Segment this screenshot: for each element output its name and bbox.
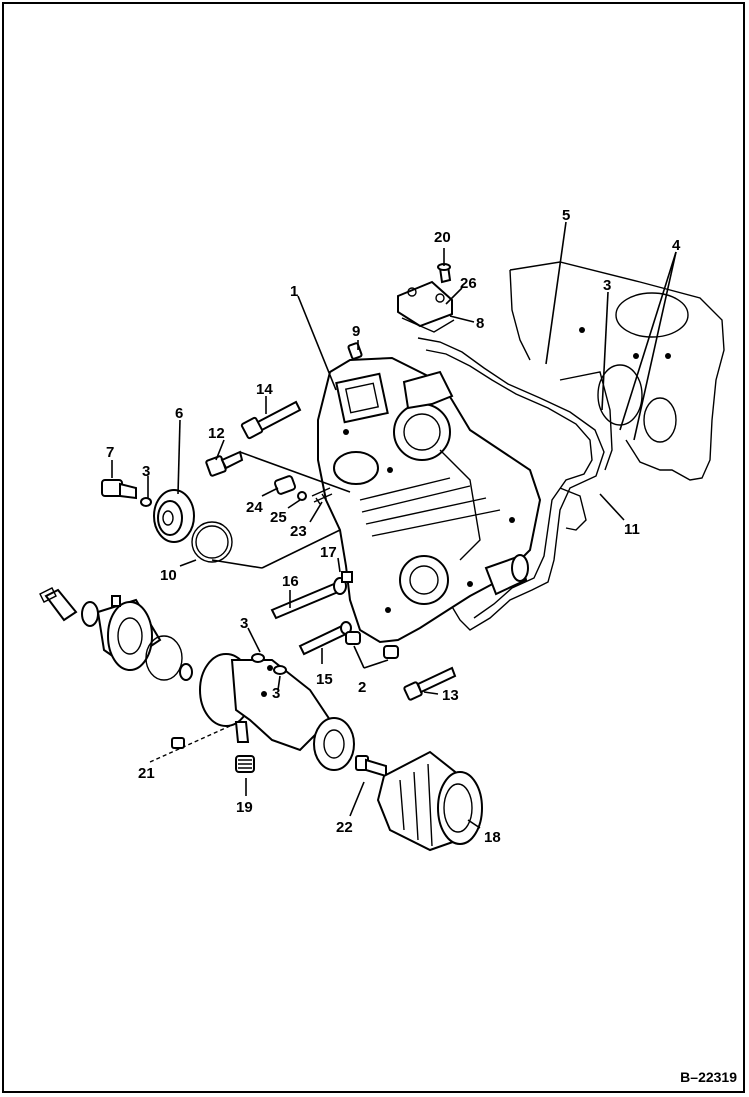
callout-13: 13 <box>442 687 459 704</box>
oil-cooler-assembly <box>39 587 193 681</box>
callout-25: 25 <box>270 509 287 526</box>
callout-3-bracket-lower: 3 <box>272 685 280 702</box>
callout-21: 21 <box>138 765 155 782</box>
callout-1: 1 <box>290 283 298 300</box>
callout-4: 4 <box>672 237 681 254</box>
callout-18: 18 <box>484 829 501 846</box>
bolt-13 <box>403 666 457 701</box>
top-cover-plate <box>397 263 455 333</box>
callout-5: 5 <box>562 207 570 224</box>
callout-23: 23 <box>290 523 307 540</box>
dowel-pin <box>347 342 363 360</box>
callout-labels: 1 2 3 3 3 3 4 5 6 7 8 9 10 11 12 13 14 1… <box>106 207 681 846</box>
callout-24: 24 <box>246 499 263 516</box>
oil-filter-18 <box>376 750 483 852</box>
nipple-22 <box>355 755 387 778</box>
callout-9: 9 <box>352 323 360 340</box>
callout-2: 2 <box>358 679 366 696</box>
callout-15: 15 <box>316 671 333 688</box>
callout-8: 8 <box>476 315 484 332</box>
callout-3-left: 3 <box>142 463 150 480</box>
engine-block <box>509 261 725 481</box>
gear-case <box>317 356 542 644</box>
callout-17: 17 <box>320 544 337 561</box>
plug-17 <box>341 571 353 583</box>
callout-14: 14 <box>256 381 273 398</box>
leader-lines <box>111 221 677 829</box>
callout-7: 7 <box>106 444 114 461</box>
callout-26: 26 <box>460 275 477 292</box>
drawing-id: B–22319 <box>680 1069 737 1085</box>
callout-10: 10 <box>160 567 177 584</box>
callout-3-bracket-upper: 3 <box>240 615 248 632</box>
callout-6: 6 <box>175 405 183 422</box>
callout-16: 16 <box>282 573 299 590</box>
callout-11: 11 <box>624 521 640 538</box>
fitting-21 <box>149 725 231 763</box>
callout-12: 12 <box>208 425 225 442</box>
callout-22: 22 <box>336 819 353 836</box>
drain-plug-19 <box>235 755 255 773</box>
callout-20: 20 <box>434 229 451 246</box>
callout-3-right: 3 <box>603 277 611 294</box>
callout-19: 19 <box>236 799 253 816</box>
bolt-long <box>240 400 302 440</box>
bolts-16-15 <box>270 577 352 656</box>
o-rings-bracket <box>251 653 287 675</box>
gasket <box>417 337 605 631</box>
oil-filter-bracket <box>199 653 355 771</box>
bolt-short <box>205 450 244 477</box>
idler-pulley-assembly <box>101 479 233 563</box>
plugs-2 <box>345 631 399 659</box>
